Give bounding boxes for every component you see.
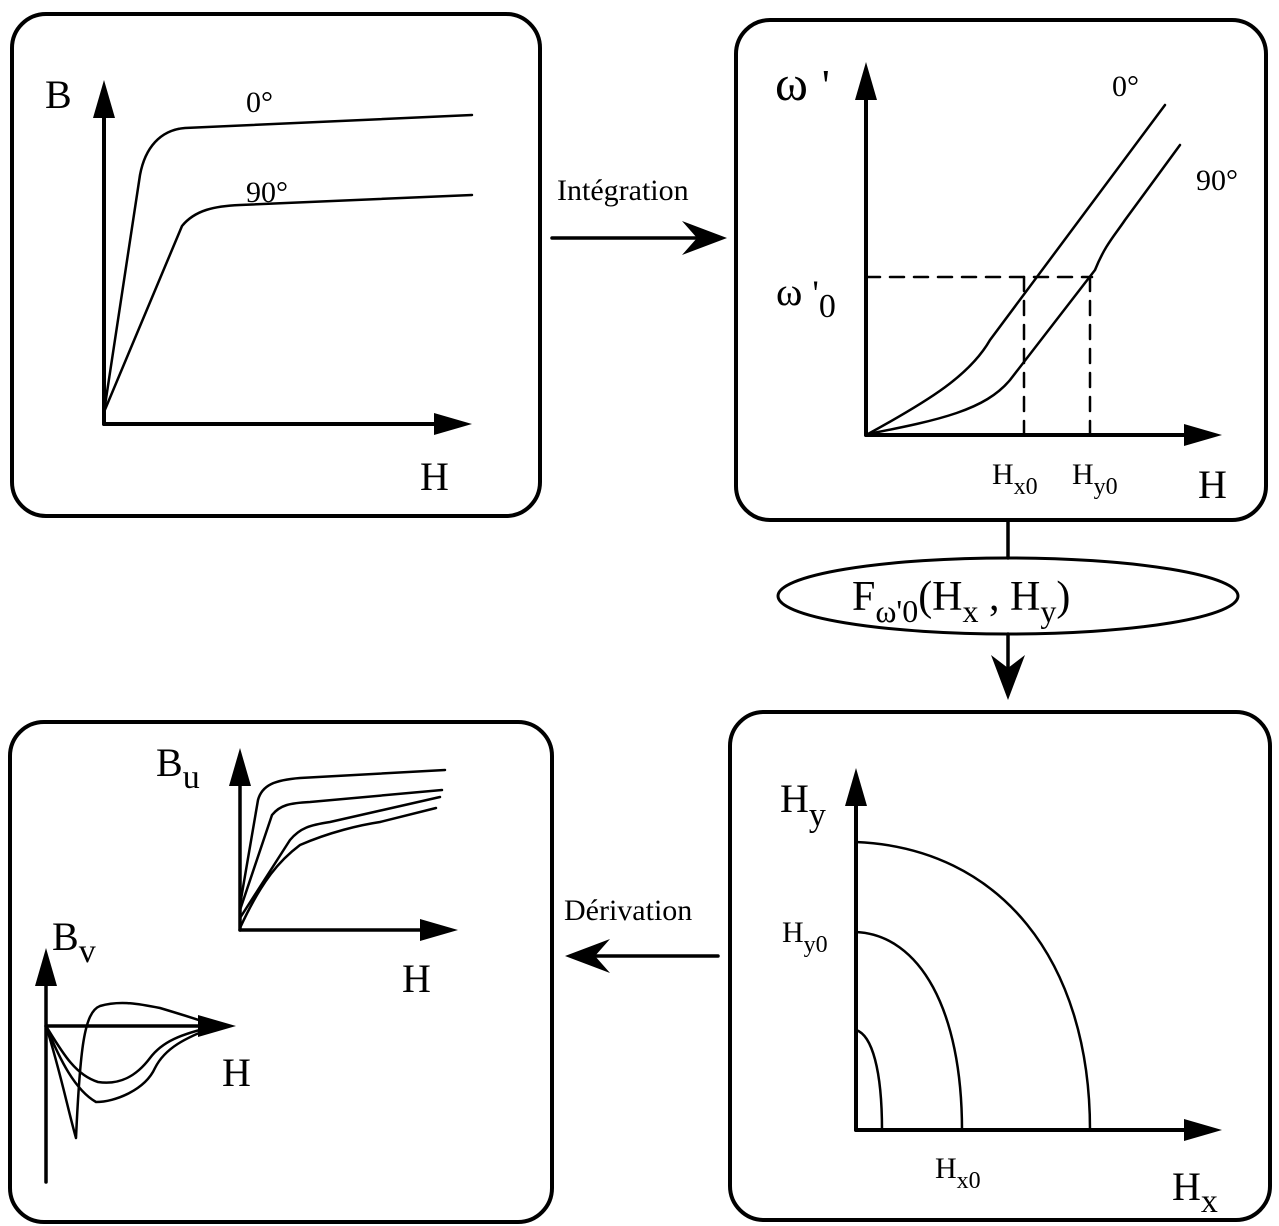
bu-curve-4 — [238, 806, 438, 930]
energy-curve-0 — [866, 103, 1167, 436]
integration-arrow-head — [682, 221, 727, 255]
bh-y-label: B — [45, 72, 72, 117]
derivation-step: Dérivation — [564, 894, 720, 973]
energy-x-arrow — [1184, 424, 1222, 446]
hxhy-y-arrow — [845, 768, 867, 806]
bh-curve-90 — [102, 193, 474, 414]
bh-curve-0 — [102, 113, 474, 414]
integration-step: Intégration — [550, 174, 727, 255]
bh-curve-0-label: 0° — [246, 86, 273, 119]
panel-energy-frame — [734, 18, 1268, 522]
energy-y-label: ω' — [775, 55, 830, 111]
bh-x-arrow — [434, 413, 472, 435]
hxhy-y-label: Hy — [780, 776, 826, 834]
energy-y-arrow — [855, 62, 877, 100]
bu-x-label: H — [402, 956, 431, 1001]
derivation-label: Dérivation — [564, 894, 692, 927]
hxhy-contour-mid — [854, 930, 964, 1132]
bv-y-label: Bv — [52, 914, 96, 970]
hxhy-contour-large — [854, 840, 1092, 1132]
panel-energy-curves: ω' ω'0 0° 90° Hx0 Hy0 H — [734, 18, 1268, 522]
panel-bu-bv-curves: Bu H Bv H — [8, 720, 554, 1224]
bu-curve-2 — [238, 788, 444, 912]
panel-bh-frame — [10, 12, 542, 518]
energy-level-label: ω'0 — [776, 269, 836, 325]
bv-curve-2 — [44, 1024, 218, 1104]
bv-y-arrow — [35, 948, 57, 986]
panel-bh-curves: B H 0° 90° — [10, 12, 542, 518]
energy-x-label: H — [1198, 462, 1227, 507]
energy-curve-90-label: 90° — [1196, 164, 1238, 197]
bu-curve-1 — [238, 768, 447, 907]
bh-curve-90-label: 90° — [246, 176, 288, 209]
bu-y-label: Bu — [156, 740, 200, 796]
hxhy-hx0-label: Hx0 — [935, 1152, 981, 1194]
energy-hy0-label: Hy0 — [1072, 458, 1118, 500]
bu-y-arrow — [229, 748, 251, 786]
panel-bubv-frame — [8, 720, 554, 1224]
bv-curve-3 — [44, 1024, 218, 1084]
bv-curve-1 — [44, 1001, 218, 1140]
hxhy-hy0-label: Hy0 — [782, 916, 828, 958]
hxhy-contour-small — [854, 1028, 884, 1132]
panel-hx-hy-plane: Hy Hy0 Hx0 Hx — [728, 710, 1272, 1222]
bh-y-arrow — [93, 80, 115, 118]
function-arrow-head — [991, 655, 1025, 700]
bu-curve-3 — [238, 795, 442, 920]
energy-curve-90 — [866, 143, 1182, 436]
function-step: Fω'0(Hx , Hy) — [776, 520, 1240, 700]
integration-label: Intégration — [557, 174, 689, 207]
hxhy-x-label: Hx — [1172, 1164, 1218, 1220]
derivation-arrow-head — [565, 939, 610, 973]
bh-x-label: H — [420, 454, 449, 499]
bv-x-label: H — [222, 1050, 251, 1095]
function-label: Fω'0(Hx , Hy) — [852, 574, 1070, 629]
hxhy-x-arrow — [1184, 1119, 1222, 1141]
panel-hxhy-frame — [728, 710, 1272, 1222]
energy-hx0-label: Hx0 — [992, 458, 1038, 500]
bu-x-arrow — [420, 919, 458, 941]
energy-curve-0-label: 0° — [1112, 70, 1139, 103]
